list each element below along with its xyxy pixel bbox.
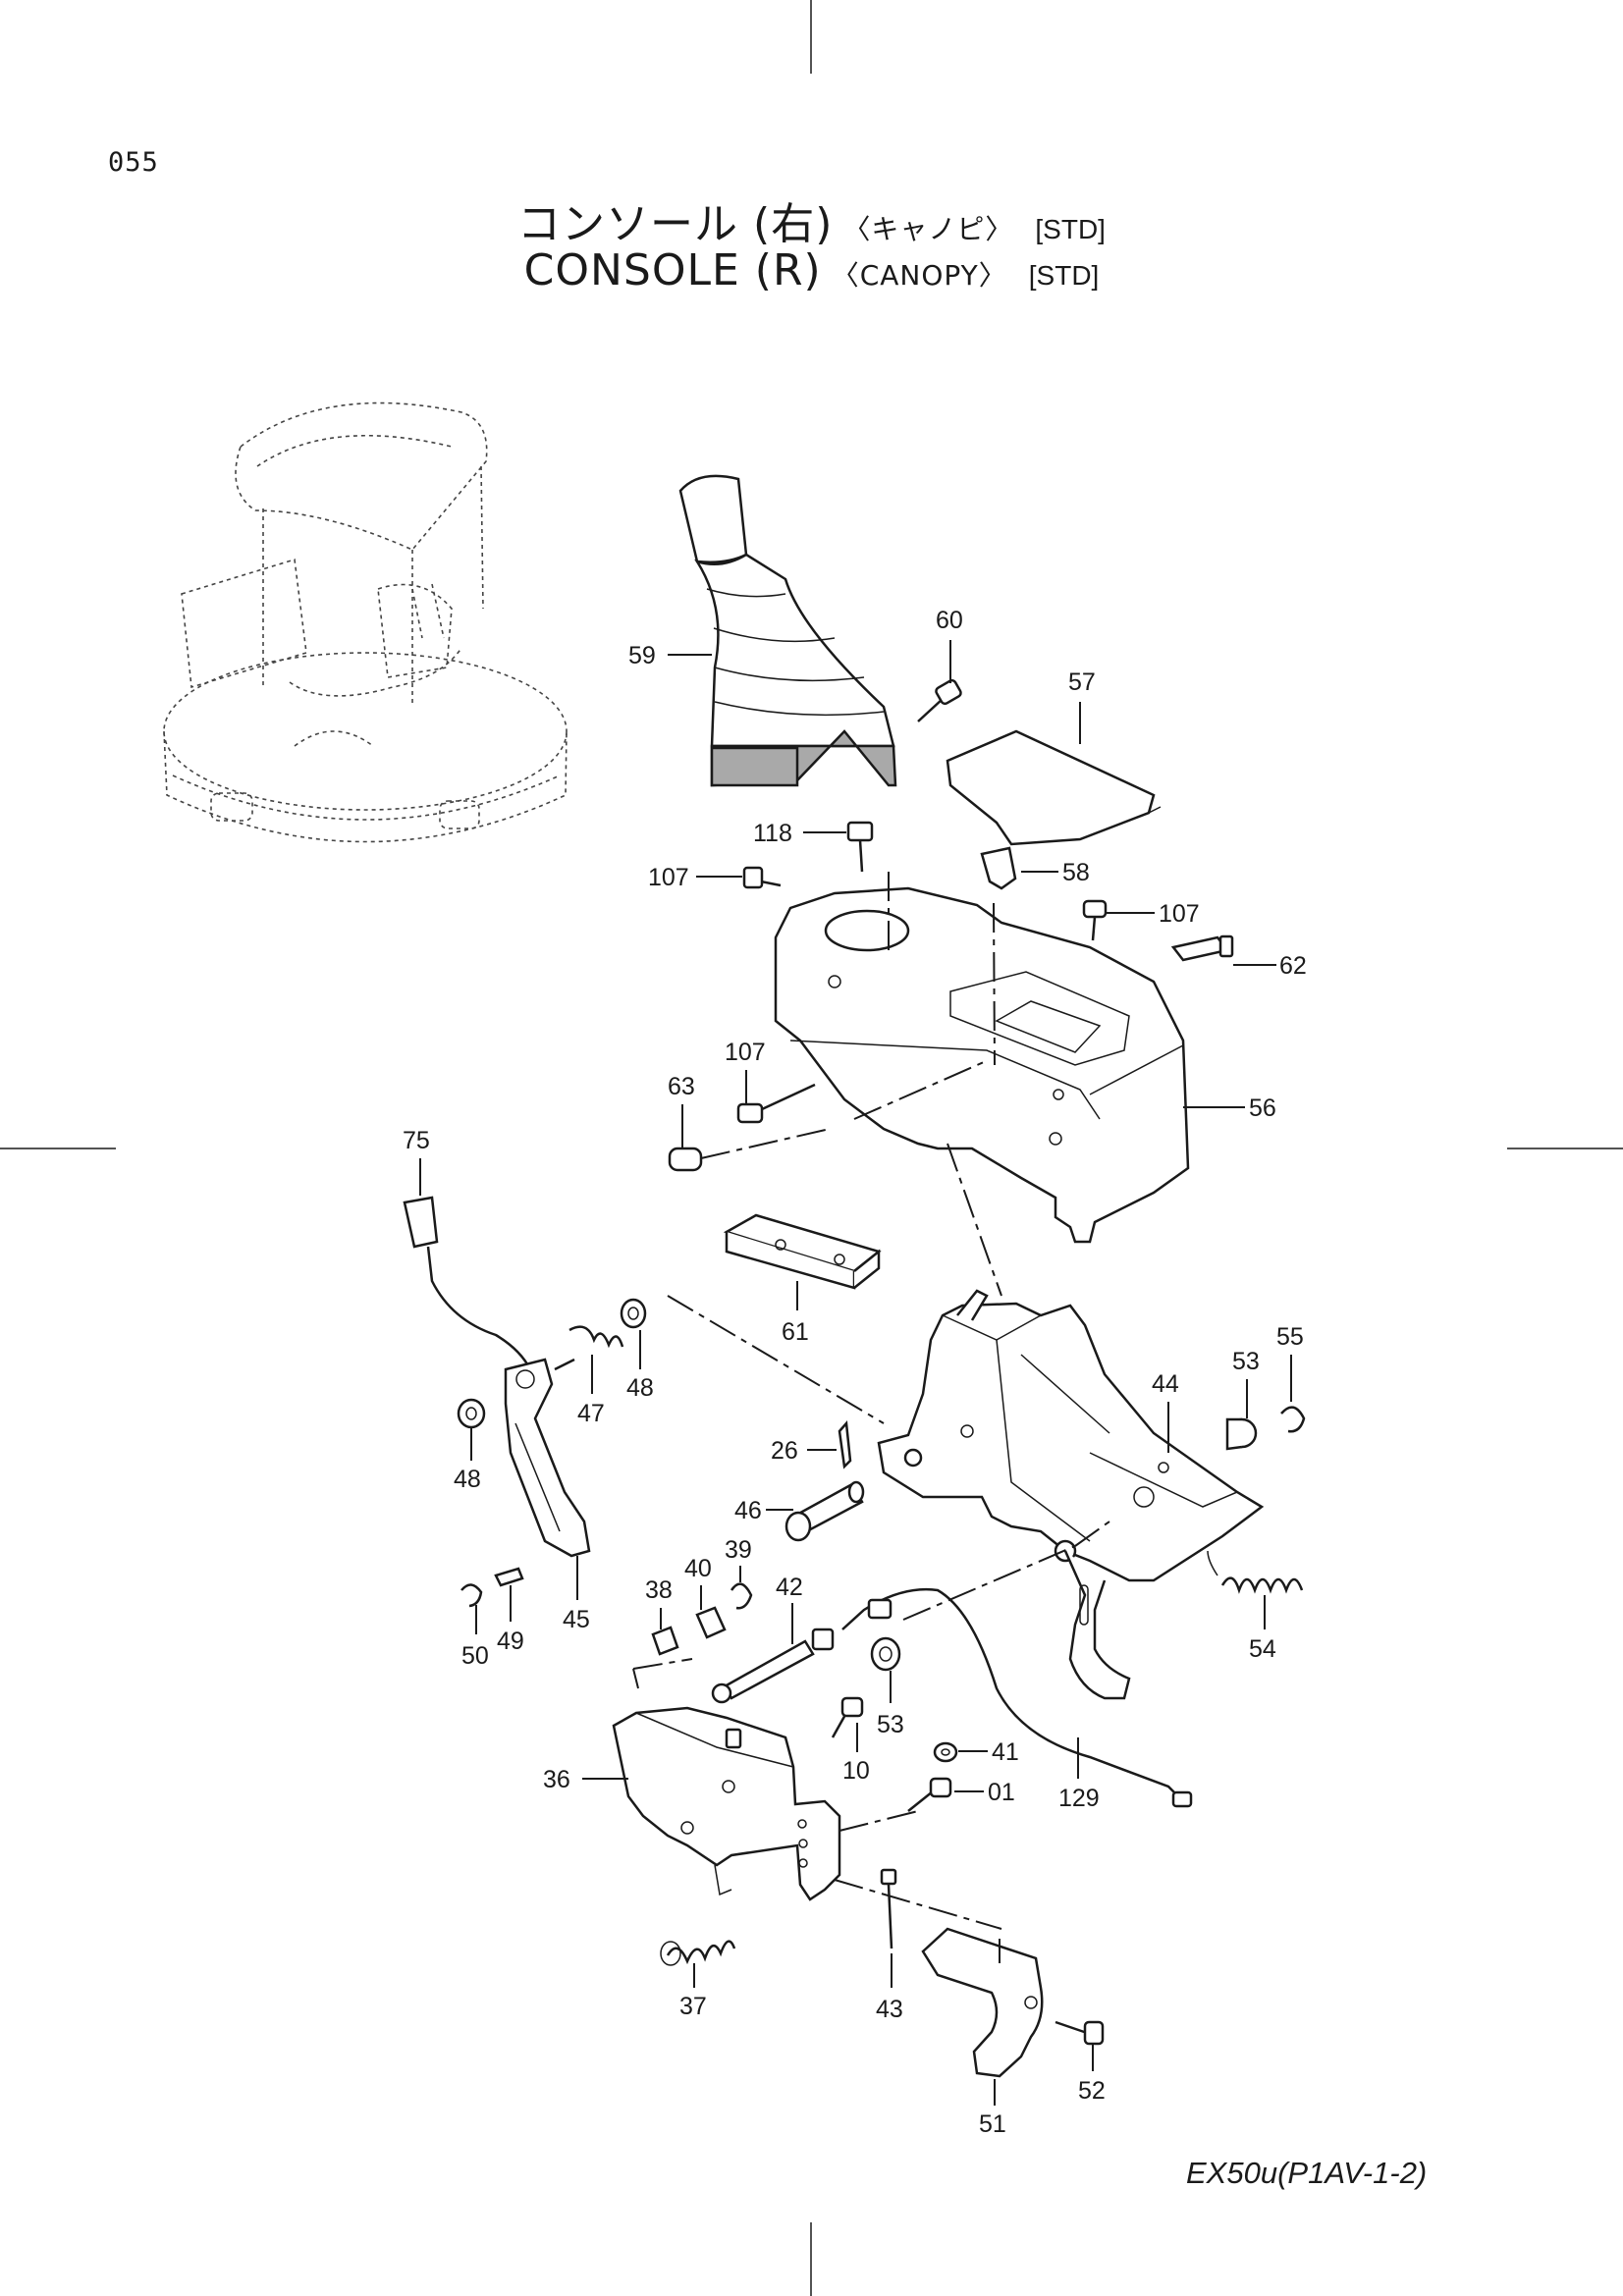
- part-37-spring: [660, 1940, 736, 1966]
- callout-37: 37: [679, 1993, 707, 2020]
- callout-107-c: 107: [725, 1039, 766, 1066]
- assembly-lines: [632, 1061, 1110, 1963]
- callout-55: 55: [1276, 1323, 1304, 1351]
- part-51-cable-guard: [921, 1927, 1044, 2078]
- part-36-mounting-plate: [612, 1706, 841, 1901]
- part-43-pin: [880, 1868, 897, 1949]
- callout-01: 01: [988, 1779, 1015, 1806]
- callout-36: 36: [543, 1766, 570, 1793]
- callout-10: 10: [842, 1757, 870, 1785]
- part-107-bolt-top-left: [742, 866, 782, 889]
- callout-107-b: 107: [1159, 900, 1200, 928]
- callout-48-a: 48: [626, 1374, 654, 1402]
- callout-38: 38: [645, 1576, 673, 1604]
- callout-56: 56: [1249, 1095, 1276, 1122]
- part-44-main-bracket: [877, 1289, 1265, 1700]
- title-en-sub: 〈CANOPY〉: [831, 259, 1007, 292]
- part-39-snap-ring: [730, 1582, 753, 1610]
- callout-60: 60: [936, 607, 963, 634]
- part-26-cotter-pin: [838, 1420, 852, 1469]
- callout-118: 118: [753, 820, 792, 847]
- title-en-main: CONSOLE (R): [523, 245, 822, 295]
- callout-63: 63: [668, 1073, 695, 1100]
- title-english: CONSOLE (R) 〈CANOPY〉 [STD]: [0, 245, 1623, 295]
- callout-43: 43: [876, 1996, 903, 2023]
- excavator-overview-illustration: [163, 401, 568, 843]
- footer-model-code: EX50u(P1AV-1-2): [1186, 2156, 1428, 2190]
- part-53-bushing-lower: [870, 1636, 901, 1672]
- part-52-bolt: [1055, 2020, 1105, 2046]
- part-62-pin: [1170, 934, 1234, 962]
- callout-129: 129: [1058, 1785, 1100, 1812]
- callout-46: 46: [734, 1497, 762, 1524]
- part-55-snap-ring: [1280, 1406, 1306, 1433]
- part-40-collar: [695, 1606, 727, 1639]
- part-75-knob-cap: [403, 1196, 439, 1249]
- part-50-snap-ring: [460, 1583, 483, 1608]
- part-38-collar: [651, 1626, 679, 1656]
- part-46-pin: [784, 1480, 865, 1542]
- part-107-bolt-mid-left: [736, 1083, 816, 1124]
- callout-42: 42: [776, 1574, 803, 1601]
- callout-47: 47: [577, 1400, 605, 1427]
- callout-54: 54: [1249, 1635, 1276, 1663]
- part-41-washer: [933, 1741, 958, 1763]
- part-60-screw: [917, 678, 962, 722]
- part-56-console-cover: [774, 872, 1190, 1244]
- callout-75: 75: [403, 1127, 430, 1154]
- callout-57: 57: [1068, 668, 1096, 696]
- part-59-grip-boot: [678, 474, 897, 787]
- part-49-pin: [494, 1567, 524, 1587]
- part-48-bushing-lower: [457, 1398, 486, 1429]
- callout-26: 26: [771, 1437, 798, 1465]
- callout-44: 44: [1152, 1370, 1179, 1398]
- part-45-lever: [504, 1358, 591, 1558]
- part-10-bolt: [831, 1696, 864, 1738]
- title-japanese: コンソール (右)〈キャノピ〉 [STD]: [0, 188, 1623, 251]
- title-en-std: [STD]: [1028, 260, 1100, 291]
- part-54-spring: [1207, 1550, 1304, 1594]
- callout-53-b: 53: [877, 1711, 904, 1738]
- part-01-bolt: [907, 1777, 952, 1812]
- callout-50: 50: [461, 1642, 489, 1670]
- callout-49: 49: [497, 1628, 524, 1655]
- part-48-bushing-upper: [620, 1298, 647, 1329]
- callout-41: 41: [992, 1738, 1019, 1766]
- callout-39: 39: [725, 1536, 752, 1564]
- part-129-cable: [841, 1588, 1193, 1808]
- callout-51: 51: [979, 2110, 1006, 2138]
- part-53-bushing-right: [1225, 1417, 1258, 1451]
- callout-107-a: 107: [648, 864, 689, 891]
- callout-59: 59: [628, 642, 656, 669]
- callout-61: 61: [782, 1318, 809, 1346]
- part-61-angle-bracket: [723, 1213, 882, 1290]
- callout-62: 62: [1279, 952, 1307, 980]
- part-57-cover: [946, 729, 1162, 846]
- title-jp-main: コンソール (右): [517, 199, 834, 249]
- callout-58: 58: [1062, 859, 1090, 886]
- title-jp-std: [STD]: [1035, 214, 1106, 244]
- part-47-spring: [554, 1325, 624, 1371]
- part-118-bolt: [846, 821, 874, 873]
- part-107-bolt-right: [1082, 899, 1108, 941]
- part-63-pin: [668, 1128, 831, 1172]
- page-number: 055: [108, 147, 159, 178]
- part-58-clip: [980, 846, 1017, 890]
- callout-53-a: 53: [1232, 1348, 1260, 1375]
- callout-52: 52: [1078, 2077, 1106, 2105]
- callout-48-b: 48: [454, 1466, 481, 1493]
- lever-rod: [426, 1246, 532, 1370]
- callout-40: 40: [684, 1555, 712, 1582]
- part-42-rod-end: [711, 1628, 835, 1704]
- title-jp-sub: 〈キャノピ〉: [842, 213, 1014, 245]
- callout-45: 45: [563, 1606, 590, 1633]
